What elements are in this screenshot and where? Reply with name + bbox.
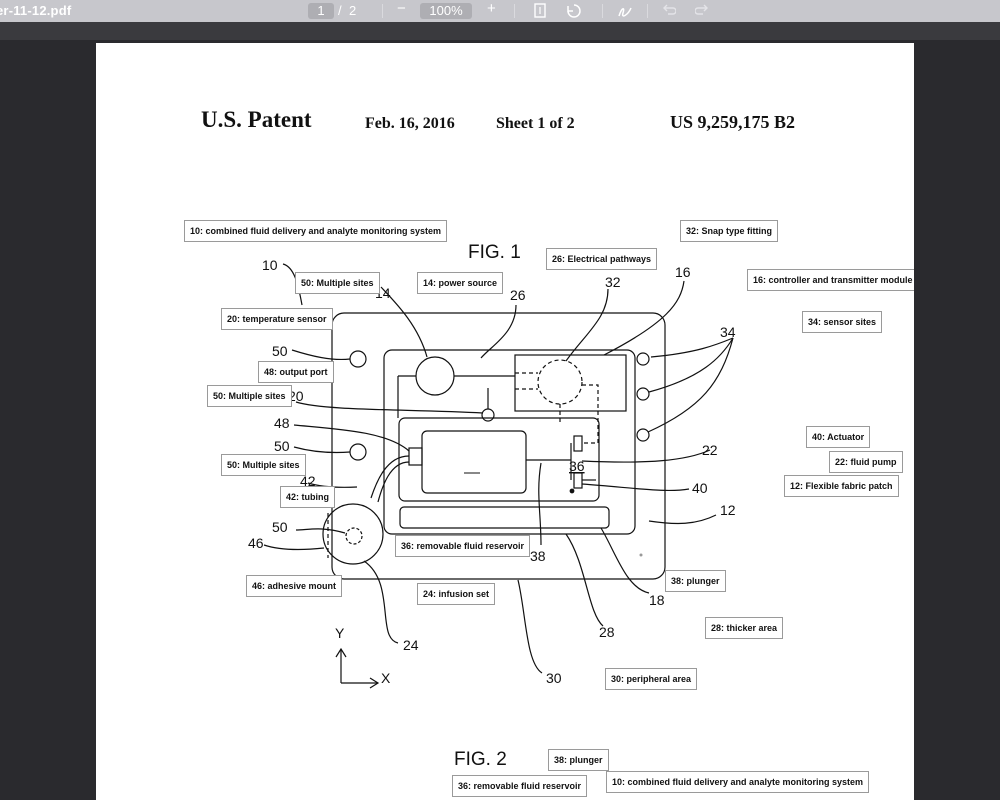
ref-26: 26 [510,287,526,303]
figure-1-title: FIG. 1 [468,242,521,263]
annotation-label[interactable]: 40: Actuator [806,426,871,448]
annotation-label[interactable]: 42: tubing [280,486,335,508]
sensor-site-circle [636,352,650,366]
fabric-patch-outline [331,312,666,580]
site-circle [349,350,367,368]
ref-28: 28 [599,624,615,640]
ref-38: 38 [530,548,546,564]
page-total: 2 [349,3,357,18]
temperature-sensor-circle [481,408,495,422]
annotation-label[interactable]: 20: temperature sensor [221,308,333,330]
patent-date: Feb. 16, 2016 [365,115,455,132]
toolbar-divider [647,4,648,18]
annotation-label[interactable]: 26: Electrical pathways [546,248,658,270]
ref-12: 12 [720,502,736,518]
undo-icon[interactable] [662,3,677,21]
ref-16: 16 [675,264,691,280]
ref-50: 50 [272,519,288,535]
pump-part [573,435,583,452]
zoom-in-button[interactable]: + [487,0,496,17]
ref-46: 46 [248,535,264,551]
page-separator: / [338,3,342,18]
ref-30: 30 [546,670,562,686]
toolbar-divider [382,4,383,18]
annotation-label[interactable]: 24: infusion set [417,583,496,605]
draw-icon[interactable] [617,3,633,23]
annotation-label[interactable]: 32: Snap type fitting [680,220,779,242]
ref-48: 48 [274,415,290,431]
patent-number: US 9,259,175 B2 [670,112,796,132]
ref-24: 24 [403,637,419,653]
annotation-label[interactable]: 50: Multiple sites [221,454,306,476]
annotation-label[interactable]: 36: removable fluid reservoir [395,535,531,557]
axis-y-label: Y [335,625,345,641]
redo-icon[interactable] [694,3,709,21]
ref-22: 22 [702,442,718,458]
file-name: er-11-12.pdf [0,3,72,18]
annotation-label[interactable]: 48: output port [258,361,334,383]
ref-50: 50 [272,343,288,359]
pump-part [573,472,583,489]
annotation-label[interactable]: 36: removable fluid reservoir [452,775,588,797]
annotation-label[interactable]: 38: plunger [548,749,609,771]
output-port-rect [408,447,423,466]
snap-fitting-circle [537,359,583,405]
annotation-label[interactable]: 50: Multiple sites [295,272,380,294]
zoom-level[interactable]: 100% [420,3,472,19]
sensor-site-circle [636,387,650,401]
fit-page-icon[interactable] [534,3,546,22]
toolbar-divider [602,4,603,18]
pump-housing [398,417,600,502]
annotation-label[interactable]: 30: peripheral area [605,668,698,690]
thicker-area-outline [383,349,636,535]
ref-20: 20 [288,388,304,404]
site-circle [349,443,367,461]
figure-1-drawing: 36 [263,263,734,689]
toolbar-shadow [0,22,1000,40]
reservoir-rect [421,430,527,494]
ref-18: 18 [649,592,665,608]
infusion-site-circle [345,527,363,545]
annotation-label[interactable]: 34: sensor sites [802,311,883,333]
patent-publisher: U.S. Patent [201,107,312,132]
ref-42: 42 [300,473,316,489]
annotation-label[interactable]: 10: combined fluid delivery and analyte … [184,220,448,242]
zoom-out-button[interactable]: − [397,0,406,17]
figure-2-title: FIG. 2 [454,749,507,770]
annotation-label[interactable]: 46: adhesive mount [246,575,343,597]
toolbar-divider [514,4,515,18]
page-number-input[interactable]: 1 [308,3,334,19]
infusion-set-circle [322,503,384,565]
annotation-label[interactable]: 14: power source [417,272,504,294]
pdf-page: U.S. Patent Feb. 16, 2016 Sheet 1 of 2 U… [96,43,914,800]
ref-50: 50 [274,438,290,454]
rotate-icon[interactable] [565,3,583,23]
annotation-label[interactable]: 22: fluid pump [829,451,903,473]
sensor-site-circle [636,428,650,442]
axis-x-label: X [381,670,391,686]
annotation-label[interactable]: 16: controller and transmitter module [747,269,914,291]
annotation-label[interactable]: 28: thicker area [705,617,784,639]
annotation-label[interactable]: 50: Multiple sites [207,385,292,407]
pdf-toolbar: er-11-12.pdf 1 / 2 − 100% + [0,0,1000,22]
annotation-label[interactable]: 12: Flexible fabric patch [784,475,899,497]
ref-40: 40 [692,480,708,496]
ref-36-text: 36 [569,458,585,474]
annotation-label[interactable]: 38: plunger [665,570,726,592]
annotation-label[interactable]: 10: combined fluid delivery and analyte … [606,771,870,793]
ref-10: 10 [262,257,278,273]
ref-34: 34 [720,324,736,340]
controller-module [514,354,627,412]
fluid-pathway-bar [399,506,610,529]
patent-sheet: Sheet 1 of 2 [496,115,575,132]
power-source-circle [415,356,455,396]
ref-32: 32 [605,274,621,290]
